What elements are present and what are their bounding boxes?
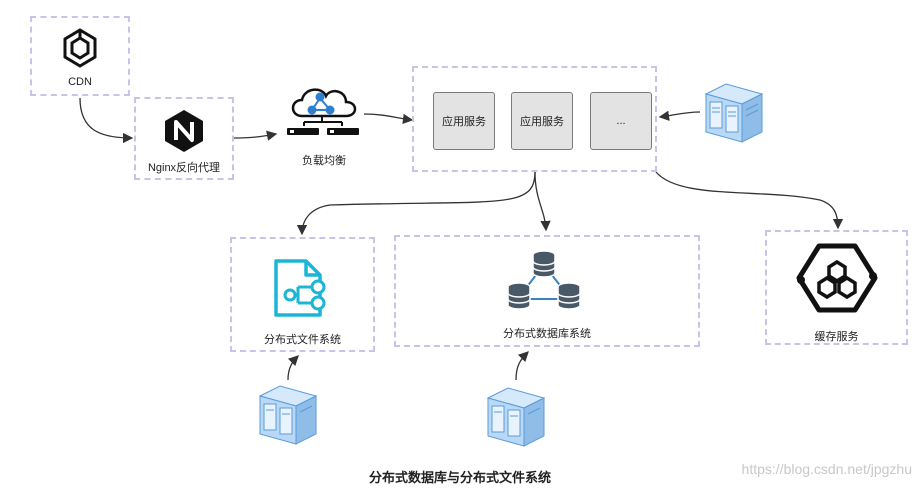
cdn-icon [63,28,97,68]
arrow-server-filesystem [287,355,299,381]
cache-icon [796,243,878,313]
app-service-1: 应用服务 [433,92,495,150]
nginx-label: Nginx反向代理 [147,162,221,174]
database-icon [507,250,581,310]
server-rack-icon [258,385,318,445]
arrow-apps-cache [655,171,844,230]
app-service-2: 应用服务 [511,92,573,150]
database-label: 分布式数据库系统 [503,328,591,340]
app-services-group: 应用服务 应用服务 ... [412,66,657,172]
server-rack-icon [486,387,546,447]
load-balancer-label: 负载均衡 [302,155,346,167]
cdn-node: CDN [30,16,130,96]
nginx-icon [165,110,203,152]
arrow-lb-apps [363,113,414,125]
load-balancer-icon [287,88,359,135]
arrow-server-apps [658,110,701,121]
arrow-apps-filesystem [296,171,536,236]
cdn-label: CDN [68,76,92,88]
file-system-node: 分布式文件系统 [230,237,375,352]
file-system-label: 分布式文件系统 [264,334,341,346]
arrow-nginx-lb [233,130,278,141]
database-node: 分布式数据库系统 [394,235,700,347]
server-rack-icon [704,83,764,143]
arrow-cdn-nginx [79,97,134,144]
cache-node: 缓存服务 [765,230,908,345]
file-system-icon [274,259,326,317]
nginx-node: Nginx反向代理 [134,97,234,180]
cache-label: 缓存服务 [814,331,859,343]
arrow-server-database [515,351,529,381]
app-service-more: ... [590,92,652,150]
diagram-caption: 分布式数据库与分布式文件系统 [368,470,551,485]
watermark: https://blog.csdn.net/jpgzhu [741,461,912,477]
arrow-apps-database [534,171,551,232]
